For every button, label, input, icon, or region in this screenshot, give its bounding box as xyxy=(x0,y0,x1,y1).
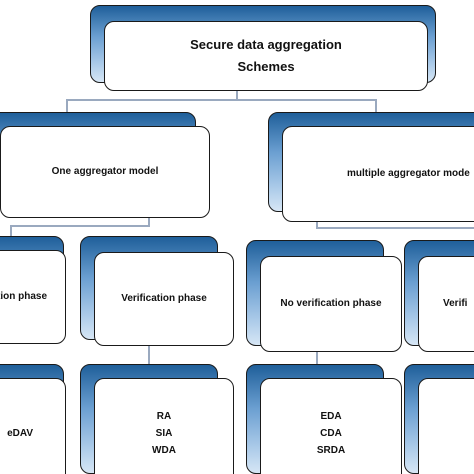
scheme-ra: RA xyxy=(156,410,172,422)
one-aggregator-no-verification-label: ication phase xyxy=(0,291,47,302)
one-aggregator-model-label: One aggregator model xyxy=(51,166,159,177)
multiple-aggregator-no-verification-label: No verification phase xyxy=(280,298,382,309)
connector xyxy=(10,225,12,237)
scheme-edav: eDAV xyxy=(7,427,33,439)
multiple-aggregator-no-verification-node: No verification phase xyxy=(246,240,402,352)
connector xyxy=(66,99,376,101)
scheme-sia: SIA xyxy=(155,427,173,439)
one-aggregator-model-node: One aggregator model xyxy=(0,112,210,218)
scheme-wda: WDA xyxy=(152,444,176,456)
root-node: Secure data aggregation Schemes xyxy=(90,5,436,91)
multiple-aggregator-verification-label: Verifi xyxy=(443,298,468,309)
connector xyxy=(148,340,150,366)
multiple-aggregator-verification-schemes-node xyxy=(404,364,474,474)
one-aggregator-verification-node: Verification phase xyxy=(80,236,234,346)
root-title-line-1: Secure data aggregation xyxy=(190,37,342,52)
one-aggregator-no-verification-node: ication phase xyxy=(0,236,66,344)
multiple-aggregator-model-label: multiple aggregator mode xyxy=(347,168,470,179)
connector xyxy=(316,227,474,229)
connector xyxy=(236,82,238,100)
root-title-line-2: Schemes xyxy=(237,59,295,74)
scheme-eda: EDA xyxy=(320,410,342,422)
one-aggregator-verification-label: Verification phase xyxy=(121,293,207,304)
multiple-aggregator-model-node: multiple aggregator mode xyxy=(268,112,474,222)
scheme-srda: SRDA xyxy=(316,444,346,456)
connector xyxy=(66,99,68,114)
one-aggregator-no-verification-schemes-node: eDAV xyxy=(0,364,66,474)
scheme-cda: CDA xyxy=(320,427,342,439)
connector xyxy=(375,99,377,114)
multiple-aggregator-no-verification-schemes-node: EDA CDA SRDA xyxy=(246,364,402,474)
connector xyxy=(316,346,318,366)
connector xyxy=(10,225,150,227)
multiple-aggregator-verification-node: Verifi xyxy=(404,240,474,352)
one-aggregator-verification-schemes-node: RA SIA WDA xyxy=(80,364,234,474)
